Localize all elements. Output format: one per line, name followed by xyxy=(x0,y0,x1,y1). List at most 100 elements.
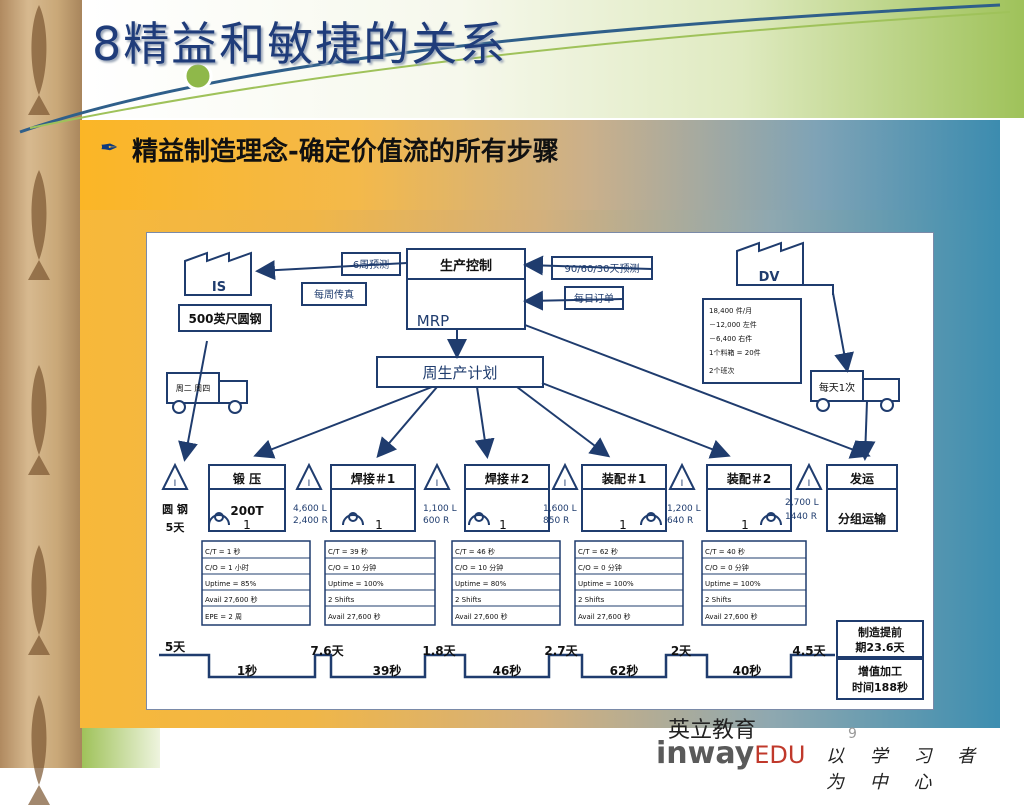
svg-text:I: I xyxy=(808,479,811,489)
logo-text: inway xyxy=(656,736,755,771)
process-data: C/T = 62 秒 xyxy=(578,547,618,556)
material-label: 500英尺圆钢 xyxy=(188,311,261,326)
supplier-label: IS xyxy=(212,280,226,295)
timeline-days: 5天 xyxy=(165,640,186,654)
timeline-days: 4.5天 xyxy=(792,644,826,658)
timeline-days: 1.8天 xyxy=(422,644,456,658)
lead-time-line: 制造提前 xyxy=(858,625,902,639)
inventory-right: 2,400 R xyxy=(293,516,328,526)
header-band xyxy=(82,0,1024,118)
truck-out-label: 每天1次 xyxy=(819,381,855,394)
weekly-fax-label: 每周传真 xyxy=(314,288,354,301)
process-data: 2 Shifts xyxy=(578,596,605,604)
process-name: 焊接＃2 xyxy=(485,471,529,486)
process-data: Avail 27,600 秒 xyxy=(705,612,758,621)
process-data: C/O = 0 分钟 xyxy=(705,563,749,572)
footer-accent xyxy=(82,728,160,768)
mrp-label: MRP xyxy=(417,312,449,330)
operator-count: 1 xyxy=(243,518,251,532)
operator-count: 1 xyxy=(499,518,507,532)
process-data: C/O = 10 分钟 xyxy=(328,563,376,572)
timeline-seconds: 62秒 xyxy=(610,663,639,678)
operator-count: 1 xyxy=(741,518,749,532)
process-name: 发运 xyxy=(849,471,874,486)
inventory-left: 2,700 L xyxy=(785,498,819,508)
weekly-plan-label: 周生产计划 xyxy=(422,364,497,382)
timeline-days: 2天 xyxy=(671,644,692,658)
process-data: Uptime = 85% xyxy=(205,580,257,588)
process-data: Avail 27,600 秒 xyxy=(328,612,381,621)
demand-line: 1个料箱 = 20件 xyxy=(709,348,761,357)
fish-icon xyxy=(28,695,50,805)
decorative-left-strip xyxy=(0,0,82,805)
process-data: 2 Shifts xyxy=(705,596,732,604)
timeline-seconds: 40秒 xyxy=(733,663,762,678)
timeline-days: 2.7天 xyxy=(544,644,578,658)
slogan: 以 学 习 者 为 中 心 xyxy=(826,746,986,793)
page-number: 9 xyxy=(848,726,857,742)
process-data: 2 Shifts xyxy=(455,596,482,604)
inventory-left: 1,100 L xyxy=(423,504,457,514)
svg-text:I: I xyxy=(681,479,684,489)
process-name: 锻 压 xyxy=(233,471,261,486)
process-sub: 200T xyxy=(230,504,264,518)
operator-count: 1 xyxy=(375,518,383,532)
process-data: 2 Shifts xyxy=(328,596,355,604)
timeline-days: 7.6天 xyxy=(310,644,344,658)
process-data: C/O = 10 分钟 xyxy=(455,563,503,572)
process-data: C/O = 0 分钟 xyxy=(578,563,622,572)
fish-icon xyxy=(28,365,50,475)
timeline-line xyxy=(159,653,835,679)
process-data: C/T = 40 秒 xyxy=(705,547,745,556)
process-data: Avail 27,600 秒 xyxy=(205,595,258,604)
value-time-line: 增值加工 xyxy=(858,664,902,678)
operator-count: 1 xyxy=(619,518,627,532)
timeline-seconds: 39秒 xyxy=(373,663,402,678)
content-panel-header xyxy=(80,120,1000,210)
process-data: C/O = 1 小时 xyxy=(205,563,249,572)
process-data: C/T = 1 秒 xyxy=(205,547,241,556)
demand-line: －12,000 左件 xyxy=(709,320,757,329)
logo-top-text: 英立教育 xyxy=(668,718,757,743)
demand-line: 18,400 件/月 xyxy=(709,306,752,315)
inventory-left: 1,200 L xyxy=(667,504,701,514)
inventory-right: 850 R xyxy=(543,516,569,526)
demand-line: 2个班次 xyxy=(709,366,734,375)
supplier-forecast-label: 6周预测 xyxy=(353,258,389,271)
bullet-icon: ✒ xyxy=(100,136,119,161)
customer-label: DV xyxy=(759,270,780,285)
fish-icon xyxy=(28,170,50,280)
process-name: 装配＃2 xyxy=(726,471,771,486)
inventory-left: 1,600 L xyxy=(543,504,577,514)
fish-icon xyxy=(28,545,50,655)
process-data: Uptime = 100% xyxy=(705,580,761,588)
process-data: Uptime = 100% xyxy=(328,580,384,588)
fish-icon xyxy=(28,5,50,115)
truck-in-label: 周二 周四 xyxy=(176,384,211,393)
process-data: Uptime = 80% xyxy=(455,580,507,588)
process-sub: 分组运输 xyxy=(838,511,887,526)
timeline-seconds: 46秒 xyxy=(493,663,522,678)
inventory-right: 640 R xyxy=(667,516,693,526)
process-data: Avail 27,600 秒 xyxy=(578,612,631,621)
header-swoosh xyxy=(19,3,1011,134)
svg-text:I: I xyxy=(564,479,567,489)
svg-text:I: I xyxy=(174,479,177,489)
value-time-line: 时间188秒 xyxy=(852,680,908,694)
control-label: 生产控制 xyxy=(440,258,492,274)
bullet-heading: 精益制造理念-确定价值流的所有步骤 xyxy=(132,137,559,167)
company-logo: inwayEDU xyxy=(656,736,805,771)
process-data: Uptime = 100% xyxy=(578,580,634,588)
process-data: C/T = 39 秒 xyxy=(328,547,368,556)
logo-edu: EDU xyxy=(754,741,806,769)
customer-factory-icon xyxy=(736,241,804,286)
customer-forecast-label: 90/60/30天预测 xyxy=(565,262,640,275)
process-name: 装配＃1 xyxy=(601,471,646,486)
slide-title: 8精益和敏捷的关系 xyxy=(92,17,508,71)
process-data: C/T = 46 秒 xyxy=(455,547,495,556)
demand-line: －6,400 右件 xyxy=(709,334,752,343)
steel-inventory-days: 5天 xyxy=(166,521,186,534)
daily-order-label: 每日订单 xyxy=(574,292,614,305)
